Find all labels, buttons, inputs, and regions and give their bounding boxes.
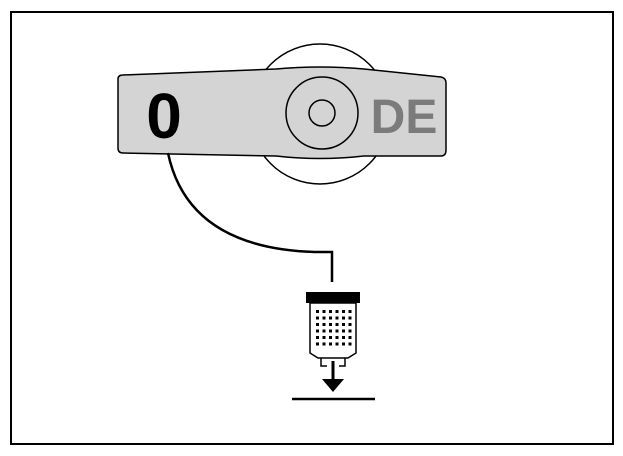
nozzle-hole [335, 342, 339, 346]
nozzle-hole [335, 329, 339, 333]
nozzle-hole [322, 316, 326, 320]
nozzle-hole [342, 342, 345, 346]
selector-mode-label: DE [371, 91, 438, 144]
nozzle-hole [329, 342, 332, 346]
nozzle-hole [329, 336, 332, 339]
arrow-head [322, 379, 344, 392]
nozzle-outlet-left [320, 358, 327, 367]
nozzle-hole [342, 310, 345, 313]
spray-nozzle-icon [306, 292, 360, 367]
nozzle-hole [322, 310, 326, 313]
nozzle-cap [306, 292, 360, 303]
nozzle-hole [322, 336, 326, 339]
nozzle-holes [316, 310, 352, 346]
nozzle-hole [348, 342, 352, 346]
nozzle-hole [329, 310, 332, 313]
nozzle-outlet-right [339, 358, 346, 367]
selector-handle [117, 66, 447, 160]
selector-position-label: 0 [146, 80, 182, 152]
nozzle-hole [329, 316, 332, 320]
nozzle-hole [316, 310, 319, 313]
selector-inner-ring [308, 99, 336, 127]
nozzle-hole [335, 336, 339, 339]
arrow-down-icon [322, 361, 344, 392]
nozzle-hole [316, 336, 319, 339]
nozzle-hole [335, 310, 339, 313]
nozzle-hole [322, 342, 326, 346]
nozzle-hole [348, 316, 352, 320]
nozzle-hole [322, 329, 326, 333]
nozzle-hole [348, 323, 352, 326]
nozzle-hole [316, 316, 319, 320]
nozzle-hole [342, 336, 345, 339]
nozzle-hole [335, 316, 339, 320]
nozzle-hole [316, 323, 319, 326]
nozzle-hole [335, 323, 339, 326]
rotary-selector-knob-icon: 0 DE [117, 43, 447, 185]
nozzle-hole [322, 323, 326, 326]
connector-line [166, 152, 334, 282]
selector-outer-ring [285, 76, 359, 150]
nozzle-hole [316, 329, 319, 333]
nozzle-hole [348, 336, 352, 339]
nozzle-hole [342, 323, 345, 326]
nozzle-hole [342, 316, 345, 320]
nozzle-hole [316, 342, 319, 346]
nozzle-hole [348, 310, 352, 313]
nozzle-hole [329, 323, 332, 326]
nozzle-hole [329, 329, 332, 333]
nozzle-hole [348, 329, 352, 333]
nozzle-hole [342, 329, 345, 333]
